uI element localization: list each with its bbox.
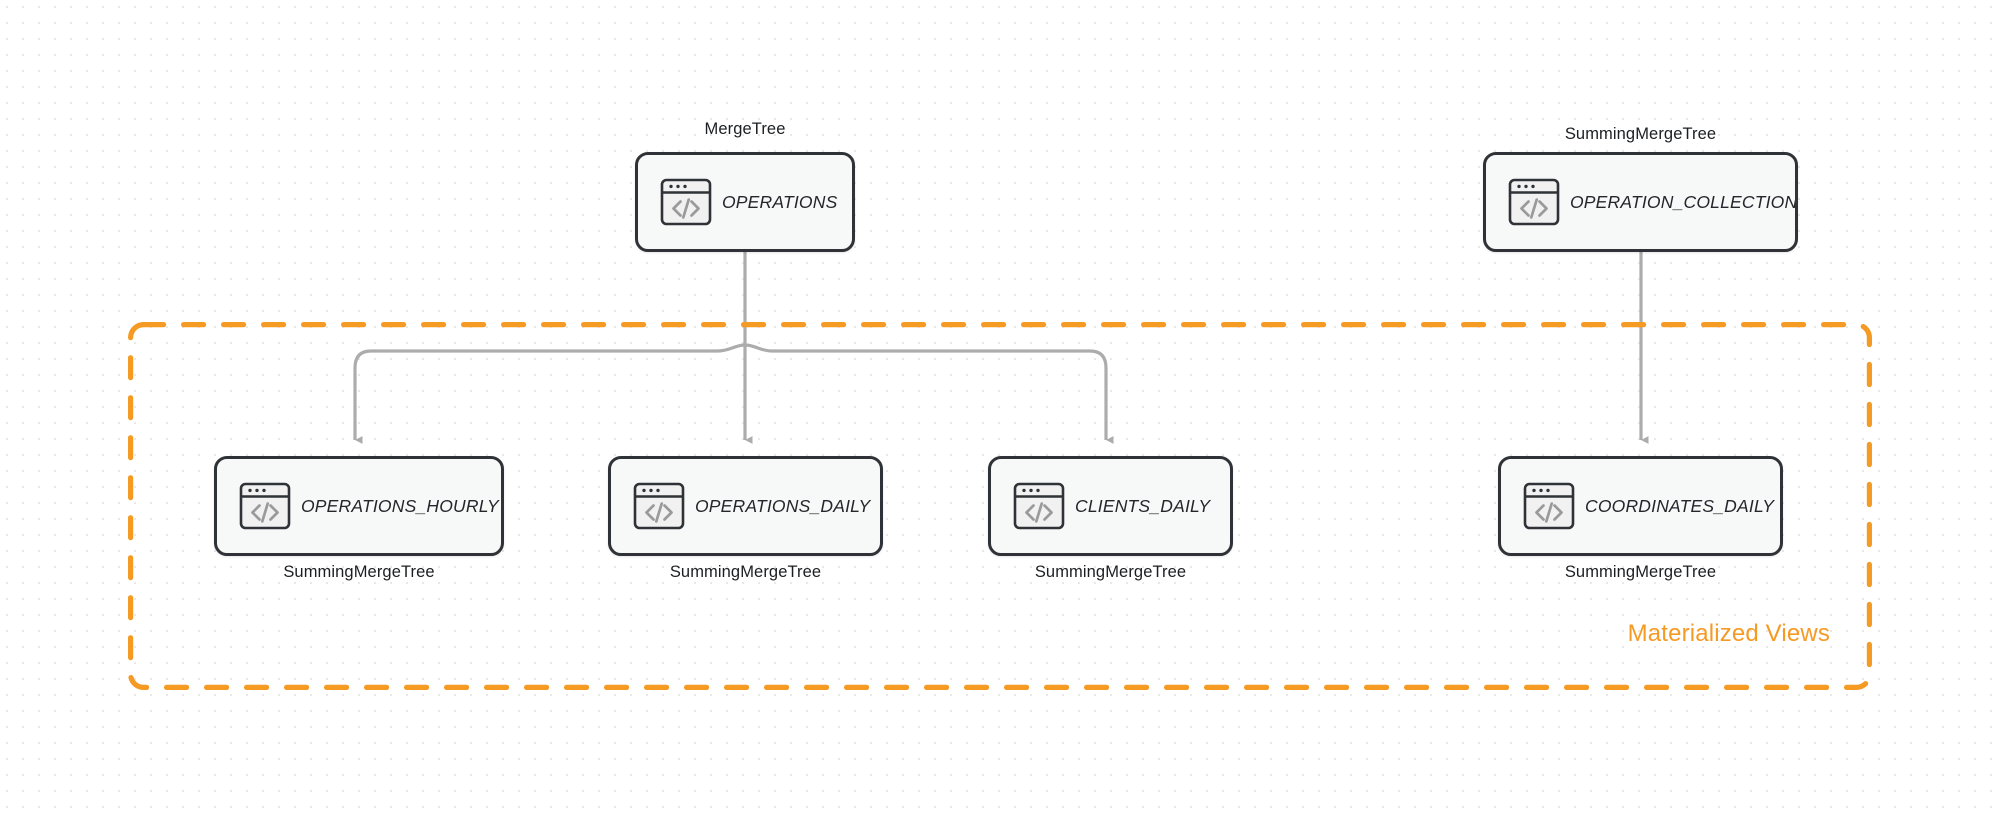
engine-label-operation-collection: SummingMergeTree — [1564, 125, 1717, 143]
materialized-views-dashed-border — [128, 322, 1872, 690]
code-window-icon — [1523, 482, 1575, 530]
code-window-icon — [1013, 482, 1065, 530]
code-window-icon — [239, 482, 291, 530]
code-window-icon — [633, 482, 685, 530]
node-title: CLIENTS_DAILY — [1075, 495, 1211, 516]
engine-label-clients-daily: SummingMergeTree — [1034, 563, 1187, 581]
node-title: OPERATION_COLLECTION — [1570, 191, 1795, 212]
materialized-views-group: Materialized Views — [128, 322, 1872, 690]
engine-label-operations-daily: SummingMergeTree — [669, 563, 822, 581]
node-clients-daily[interactable]: CLIENTS_DAILY — [988, 456, 1233, 556]
node-operations-daily[interactable]: OPERATIONS_DAILY — [608, 456, 883, 556]
node-operations[interactable]: OPERATIONS — [635, 152, 855, 252]
node-title: OPERATIONS_DAILY — [695, 495, 871, 516]
engine-label-operations: MergeTree — [704, 120, 786, 138]
node-operations-hourly[interactable]: OPERATIONS_HOURLY — [214, 456, 504, 556]
engine-label-operations-hourly: SummingMergeTree — [283, 563, 435, 581]
engine-label-coordinates-daily: SummingMergeTree — [1564, 563, 1717, 581]
code-window-icon — [1508, 178, 1560, 226]
code-window-icon — [660, 178, 712, 226]
materialized-views-label: Materialized Views — [1627, 620, 1830, 647]
node-operation-collection[interactable]: OPERATION_COLLECTION — [1483, 152, 1798, 252]
node-title: COORDINATES_DAILY — [1585, 495, 1775, 516]
node-title: OPERATIONS_HOURLY — [301, 495, 499, 516]
node-coordinates-daily[interactable]: COORDINATES_DAILY — [1498, 456, 1783, 556]
node-title: OPERATIONS — [722, 191, 838, 212]
